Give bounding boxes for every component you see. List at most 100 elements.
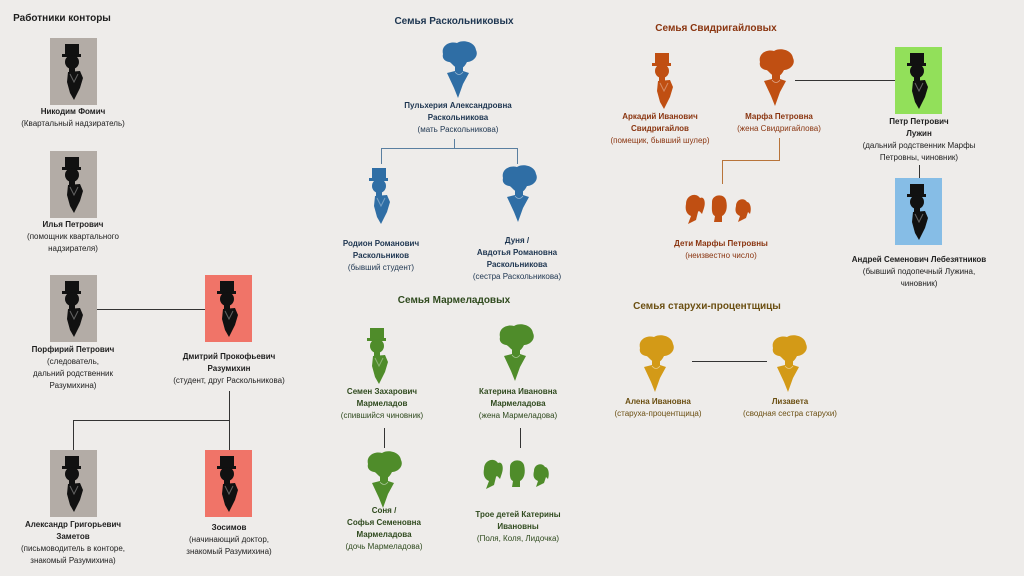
connector-line [692, 361, 767, 362]
woman-icon [765, 334, 812, 394]
connector-line [919, 165, 920, 178]
person-lebezyatnikov: Андрей Семенович Лебезятников (бывший под… [834, 254, 1004, 290]
man-top-hat-icon [50, 450, 97, 517]
person-name: Дуня / Авдотья Романовна Раскольникова [476, 236, 558, 269]
man-top-hat-icon [50, 151, 97, 218]
person-desc: (жена Мармеладова) [478, 411, 558, 420]
person-luzhin: Петр Петрович Лужин (дальний родственник … [834, 116, 1004, 164]
person-desc: (помещик, бывший шулер) [610, 136, 710, 145]
man-top-hat-icon [640, 47, 687, 114]
connector-line [381, 148, 518, 149]
person-katerina-children: Трое детей Катерины Ивановны (Поля, Коля,… [433, 509, 603, 545]
person-sonya: Соня / Софья Семеновна Мармеладова (дочь … [299, 505, 469, 553]
person-name: Семен Захарович Мармеладов [346, 387, 418, 408]
person-marfa-children: Дети Марфы Петровны (неизвестно число) [636, 238, 806, 262]
person-desc: (сводная сестра старухи) [743, 409, 837, 418]
portrait-luzhin [895, 47, 942, 114]
man-top-hat-icon [50, 38, 97, 105]
woman-icon [492, 323, 539, 383]
person-name: Илья Петрович [42, 220, 104, 229]
portrait-zosimov [205, 450, 252, 517]
person-name: Аркадий Иванович Свидригайлов [622, 112, 698, 133]
person-name: Александр Григорьевич Заметов [25, 520, 121, 541]
person-desc: (неизвестно число) [685, 251, 757, 260]
person-desc: (бывший студент) [347, 263, 415, 272]
person-alena: Алена Ивановна (старуха-процентщица) [573, 396, 743, 420]
person-pulkheria: Пульхерия Александровна Раскольникова (ма… [373, 100, 543, 136]
group-title-marmeladov: Семья Мармеладовых [397, 295, 511, 306]
man-top-hat-icon [355, 322, 402, 389]
connector-line [73, 420, 230, 421]
person-name: Петр Петрович Лужин [889, 117, 949, 138]
group-title-raskolnikov: Семья Раскольниковых [394, 16, 514, 27]
person-desc: (сестра Раскольникова) [472, 272, 562, 281]
person-name: Катерина Ивановна Мармеладова [478, 387, 558, 408]
connector-line [381, 148, 382, 164]
person-name: Родион Романович Раскольников [342, 239, 420, 260]
person-name: Соня / Софья Семеновна Мармеладова [347, 506, 421, 539]
portrait-nikodim [50, 38, 97, 105]
person-desc: (Поля, Коля, Лидочка) [476, 534, 560, 543]
person-name: Дети Марфы Петровны [674, 239, 768, 248]
man-top-hat-icon [205, 450, 252, 517]
woman-icon [435, 40, 482, 100]
person-desc: (студент, друг Раскольникова) [173, 376, 285, 385]
person-desc: (спившийся чиновник) [340, 411, 424, 420]
person-desc: (дальний родственник Марфы Петровны, чин… [862, 141, 976, 162]
person-desc: (мать Раскольникова) [417, 125, 499, 134]
connector-line [517, 148, 518, 164]
woman-icon [752, 48, 799, 108]
group-title-svidrigailov: Семья Свидригайловых [655, 23, 777, 34]
person-zosimov: Зосимов (начинающий доктор, знакомый Разу… [144, 522, 314, 558]
portrait-lebezyatnikov [895, 178, 942, 245]
person-desc: (письмоводитель в конторе, знакомый Разу… [20, 544, 126, 565]
person-desc: (старуха-процентщица) [614, 409, 702, 418]
connector-line [73, 420, 74, 450]
person-name: Трое детей Катерины Ивановны [475, 510, 561, 531]
connector-line [795, 80, 895, 81]
man-top-hat-icon [50, 275, 97, 342]
person-rodion: Родион Романович Раскольников (бывший сту… [296, 238, 466, 274]
connector-line [722, 160, 723, 184]
person-desc: (бывший подопечный Лужина, чиновник) [862, 267, 976, 288]
person-name: Лизавета [771, 397, 809, 406]
person-porfiry: Порфирий Петрович (следователь, дальний р… [0, 344, 158, 392]
portrait-zametov [50, 450, 97, 517]
person-name: Алена Ивановна [625, 397, 691, 406]
person-lizaveta: Лизавета (сводная сестра старухи) [705, 396, 875, 420]
connector-line [779, 138, 780, 161]
connector-line [384, 428, 385, 448]
group-title-office: Работники конторы [13, 13, 111, 24]
woman-icon [632, 334, 679, 394]
person-desc: (жена Свидригайлова) [737, 124, 821, 133]
portrait-ilya [50, 151, 97, 218]
person-marfa: Марфа Петровна(жена Свидригайлова) [694, 111, 864, 135]
person-name: Пульхерия Александровна Раскольникова [404, 101, 512, 122]
person-razumikhin: Дмитрий Прокофьевич Разумихин (студент, д… [144, 351, 314, 387]
portrait-razumikhin [205, 275, 252, 342]
portrait-porfiry [50, 275, 97, 342]
connector-line [722, 160, 780, 161]
connector-line [520, 428, 521, 448]
person-name: Зосимов [211, 523, 247, 532]
man-top-hat-icon [895, 47, 942, 114]
person-desc: (следователь, дальний родственник Разуми… [33, 357, 113, 390]
children-icon [478, 455, 558, 491]
group-title-pawnbroker: Семья старухи-процентщицы [633, 301, 781, 312]
person-desc: (дочь Мармеладова) [345, 542, 423, 551]
woman-icon [360, 450, 407, 510]
connector-line [454, 139, 455, 148]
person-desc: (начинающий доктор, знакомый Разумихина) [186, 535, 272, 556]
person-name: Никодим Фомич [40, 107, 106, 116]
man-top-hat-icon [357, 162, 404, 229]
person-nikodim: Никодим Фомич(Квартальный надзиратель) [0, 106, 158, 130]
person-dunya: Дуня / Авдотья Романовна Раскольникова (с… [432, 235, 602, 283]
person-semen: Семен Захарович Мармеладов (спившийся чин… [297, 386, 467, 422]
connector-line [97, 309, 205, 310]
person-name: Дмитрий Прокофьевич Разумихин [182, 352, 276, 373]
person-zametov: Александр Григорьевич Заметов (письмоводи… [0, 519, 158, 567]
person-name: Порфирий Петрович [31, 345, 115, 354]
man-top-hat-icon [205, 275, 252, 342]
woman-icon [495, 164, 542, 224]
person-name: Андрей Семенович Лебезятников [851, 255, 987, 264]
